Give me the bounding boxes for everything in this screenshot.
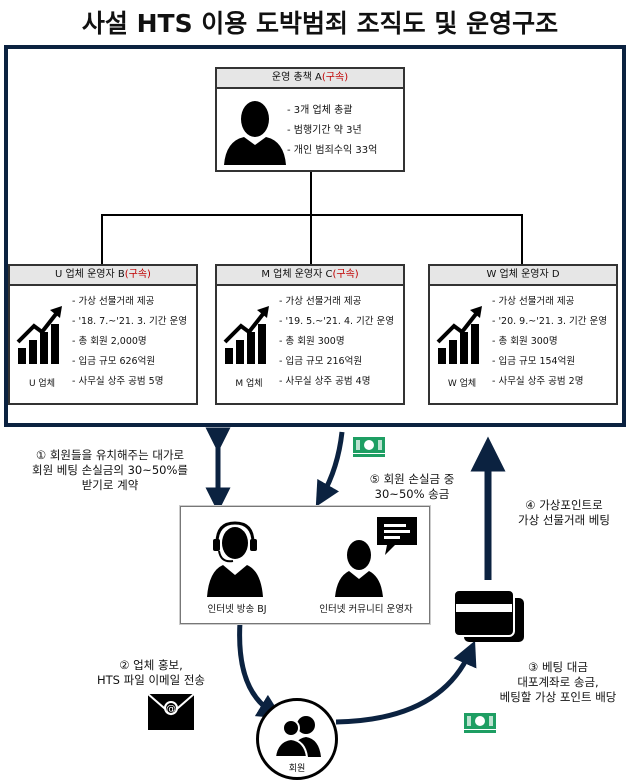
operator-item: - 가상 선물거래 제공 (279, 296, 362, 307)
connector-horizontal (101, 214, 523, 216)
headset-person-icon (207, 521, 263, 597)
arrow-deposit (335, 640, 477, 725)
connector-u (101, 214, 103, 264)
operator-item: - 사무실 상주 공범 5명 (72, 376, 164, 387)
chief-details: - 3개 업체 총괄 - 범행기간 약 3년 - 개인 범죄수익 33억 (287, 101, 377, 161)
operator-details: - 가상 선물거래 제공 - '20. 9.~'21. 3. 기간 운영 - 총… (492, 292, 607, 392)
member-icon (273, 716, 321, 757)
member-node: 회원 (256, 698, 338, 780)
operator-item: - 총 회원 2,000명 (72, 336, 147, 347)
page-title: 사설 HTS 이용 도박범죄 조직도 및 운영구조 (81, 9, 559, 38)
chief-item: - 범행기간 약 3년 (287, 125, 362, 136)
chief-item: - 개인 범죄수익 33억 (287, 145, 378, 156)
chat-person-icon (335, 517, 417, 597)
connector-w (521, 214, 523, 264)
money-icon (353, 437, 385, 457)
chart-icon (436, 306, 482, 364)
operator-details: - 가상 선물거래 제공 - '18. 7.~'21. 3. 기간 운영 - 총… (72, 292, 187, 392)
operator-item: - 가상 선물거래 제공 (72, 296, 155, 307)
company-label: U 업체 (28, 379, 55, 389)
operator-item: - 총 회원 300명 (279, 336, 345, 347)
operator-item: - '20. 9.~'21. 3. 기간 운영 (492, 316, 608, 327)
chart-icon (16, 306, 62, 364)
operator-item: - 총 회원 300명 (492, 336, 558, 347)
bj-label: 인터넷 방송 BJ (207, 604, 267, 615)
step-2-note: ② 업체 홍보,HTS 파일 이메일 전송 (97, 658, 205, 687)
member-label: 회원 (288, 764, 306, 774)
operator-item: - 가상 선물거래 제공 (492, 296, 575, 307)
connector-trunk (310, 170, 312, 216)
chief-box: 운영 총책 A(구속) - 3개 업체 총괄 - 범행기간 약 3년 - 개인 … (215, 67, 405, 172)
arrow-commission (315, 431, 345, 507)
company-label: W 업체 (447, 379, 477, 389)
card-icon (453, 589, 524, 642)
email-icon: @ (147, 693, 195, 730)
operator-item: - 입금 규모 216억원 (279, 356, 363, 367)
arrow-promotion (237, 621, 283, 719)
operator-item: - 입금 규모 154억원 (492, 356, 576, 367)
operator-item: - '19. 5.~'21. 4. 기간 운영 (279, 316, 395, 327)
operator-box-m: M 업체 운영자 C(구속) M 업체 - 가상 선물거래 제공 - '19. … (215, 264, 405, 405)
operator-item: - '18. 7.~'21. 3. 기간 운영 (72, 316, 188, 327)
operator-item: - 사무실 상주 공범 2명 (492, 376, 584, 387)
community-label: 인터넷 커뮤니티 운영자 (319, 604, 413, 615)
operator-details: - 가상 선물거래 제공 - '19. 5.~'21. 4. 기간 운영 - 총… (279, 292, 394, 392)
operator-box-w: W 업체 운영자 D W 업체 - 가상 선물거래 제공 - '20. 9.~'… (428, 264, 618, 405)
chief-header: 운영 총책 A(구속) (217, 69, 403, 89)
person-icon (224, 101, 286, 165)
promoter-box: 인터넷 방송 BJ 인터넷 커뮤니티 운영자 (180, 506, 430, 624)
operator-header: M 업체 운영자 C(구속) (217, 266, 403, 286)
operator-box-u: U 업체 운영자 B(구속) U 업체 - 가상 선물거래 제공 - '18. … (8, 264, 198, 405)
operator-item: - 사무실 상주 공범 4명 (279, 376, 371, 387)
chief-item: - 3개 업체 총괄 (287, 105, 353, 116)
money-icon (464, 713, 496, 733)
connector-m (310, 214, 312, 264)
svg-text:@: @ (166, 704, 176, 715)
company-label: M 업체 (235, 379, 263, 389)
operator-item: - 입금 규모 626억원 (72, 356, 156, 367)
operator-header: W 업체 운영자 D (430, 266, 616, 286)
operator-header: U 업체 운영자 B(구속) (10, 266, 196, 286)
chart-icon (223, 306, 269, 364)
